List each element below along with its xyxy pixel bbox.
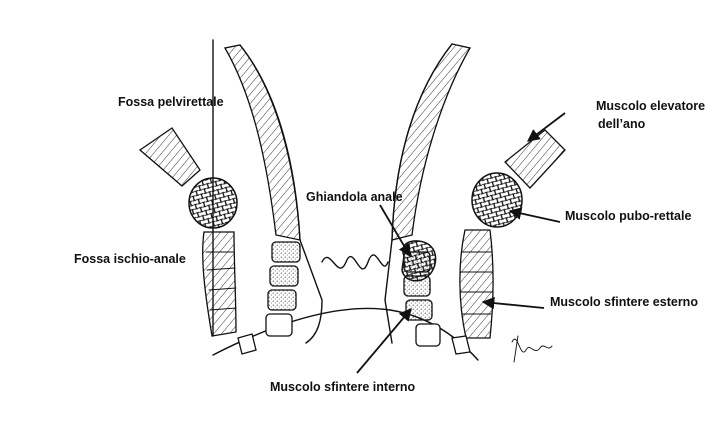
subcutaneous-sphincter-left: [237, 333, 257, 355]
anal-gland: [401, 240, 437, 282]
label-muscolo-elevatore-line1: Muscolo elevatore: [596, 99, 705, 113]
arrow-levator: [526, 112, 566, 142]
signature-stroke: [513, 335, 519, 363]
internal-sphincter-right-4: [415, 323, 441, 347]
label-muscolo-pubo-rettale: Muscolo pubo-rettale: [565, 209, 691, 223]
label-fossa-pelvirettale: Fossa pelvirettale: [118, 95, 224, 109]
subcutaneous-sphincter-right: [451, 335, 471, 355]
arrow-anal-gland: [379, 204, 411, 258]
rectal-wall-right: [391, 43, 472, 241]
arrow-internal-sphincter: [356, 308, 412, 374]
label-ghiandola-anale: Ghiandola anale: [306, 190, 403, 204]
label-muscolo-sfintere-interno: Muscolo sfintere interno: [270, 380, 416, 394]
puborectalis-right: [471, 172, 523, 228]
puborectalis-left: [188, 177, 238, 229]
external-sphincter-right: [459, 229, 494, 339]
anal-canal-right-edge: [384, 239, 393, 344]
arrow-puborectalis: [508, 207, 561, 223]
rectal-wall-left-inner: [239, 44, 301, 241]
label-muscolo-elevatore-line2: dell’ano: [598, 117, 646, 131]
external-sphincter-left-divisions: [205, 251, 237, 311]
rectal-wall-right-inner: [391, 43, 453, 241]
label-muscolo-sfintere-esterno: Muscolo sfintere esterno: [550, 295, 698, 309]
signature-mark: [511, 338, 553, 353]
arrow-external-sphincter: [481, 296, 545, 310]
label-fossa-ischio-anale: Fossa ischio-anale: [74, 252, 186, 266]
external-sphincter-left: [202, 231, 237, 337]
internal-sphincter-left-1: [271, 241, 301, 263]
internal-sphincter-left-2: [269, 265, 299, 287]
internal-sphincter-left-3: [267, 289, 297, 311]
external-sphincter-right-divisions: [459, 251, 494, 315]
levator-ani-left: [138, 127, 201, 187]
anal-canal-left-edge: [299, 239, 323, 344]
internal-sphincter-left-4: [265, 313, 293, 337]
anal-mucosa-folds: [321, 254, 389, 270]
